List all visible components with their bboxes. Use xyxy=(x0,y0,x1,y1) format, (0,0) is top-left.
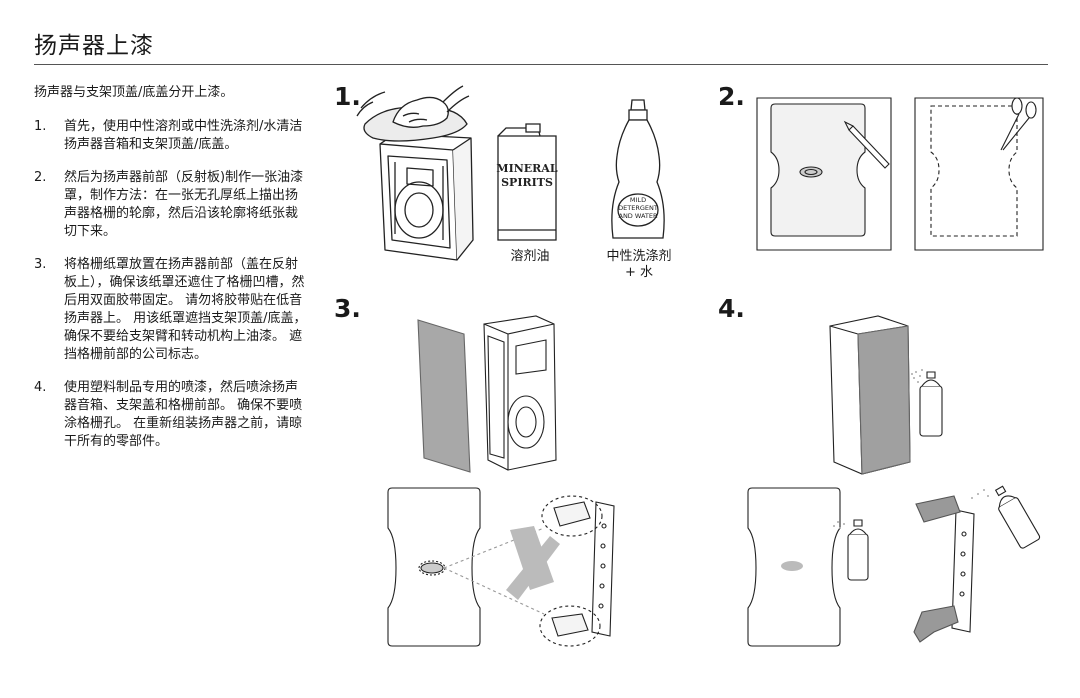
speaker-cleaning-illustration xyxy=(355,82,485,272)
intro-text: 扬声器与支架顶盖/底盖分开上漆。 xyxy=(34,85,234,100)
spray-grille-bracket-illustration xyxy=(744,482,1044,658)
grille-mask-illustration xyxy=(408,312,568,472)
step-text: 将格栅纸罩放置在扬声器前部（盖在反射板上），确保该纸罩还遮住了格栅凹槽，然后用双… xyxy=(64,257,307,362)
step-number: 3. xyxy=(34,257,47,272)
bottle-label-line-1: MILD xyxy=(630,196,646,204)
step-item-2: 2. 然后为扬声器前部（反射板)制作一张油漆罩，制作方法：在一张无孔厚纸上描出扬… xyxy=(34,169,309,241)
figure-label-2: 2. xyxy=(718,82,745,111)
trace-and-cut-illustration xyxy=(755,96,1045,254)
figure-label-4: 4. xyxy=(718,294,745,323)
steps-list: 1. 首先，使用中性溶剂或中性洗涤剂/水清洁扬声器音箱和支架顶盖/底盖。 2. … xyxy=(34,118,309,466)
step-number: 1. xyxy=(34,119,47,134)
detergent-bottle: MILD DETERGENT AND WATER xyxy=(605,98,671,246)
step-item-1: 1. 首先，使用中性溶剂或中性洗涤剂/水清洁扬声器音箱和支架顶盖/底盖。 xyxy=(34,118,309,154)
caption-water: + 水 xyxy=(624,265,654,280)
spray-speaker-illustration xyxy=(826,312,956,478)
title-divider xyxy=(34,64,1048,65)
step-number: 4. xyxy=(34,380,47,395)
figure-label-3: 3. xyxy=(334,294,361,323)
caption-detergent: 中性洗涤剂 xyxy=(606,249,672,264)
step-text: 然后为扬声器前部（反射板)制作一张油漆罩，制作方法：在一张无孔厚纸上描出扬声器格… xyxy=(64,170,304,239)
step-number: 2. xyxy=(34,170,47,185)
step-text: 使用塑料制品专用的喷漆，然后喷涂扬声器音箱、支架盖和格栅前部。 确保不要喷涂格栅… xyxy=(64,380,303,449)
caption-solvent: 溶剂油 xyxy=(510,249,550,264)
step-item-4: 4. 使用塑料制品专用的喷漆，然后喷涂扬声器音箱、支架盖和格栅前部。 确保不要喷… xyxy=(34,379,309,451)
step-text: 首先，使用中性溶剂或中性洗涤剂/水清洁扬声器音箱和支架顶盖/底盖。 xyxy=(64,119,303,152)
page-title: 扬声器上漆 xyxy=(34,33,154,59)
bottle-label-line-2: DETERGENT xyxy=(618,204,658,212)
can-label-line-2: SPIRITS xyxy=(501,176,553,189)
step-item-3: 3. 将格栅纸罩放置在扬声器前部（盖在反射板上），确保该纸罩还遮住了格栅凹槽，然… xyxy=(34,256,309,364)
bottle-label-line-3: AND WATER xyxy=(619,212,658,220)
figure-label-1: 1. xyxy=(334,82,361,111)
mineral-spirits-can: MINERAL SPIRITS xyxy=(496,124,558,244)
bracket-mask-illustration xyxy=(384,486,624,654)
can-label-line-1: MINERAL xyxy=(496,162,557,175)
